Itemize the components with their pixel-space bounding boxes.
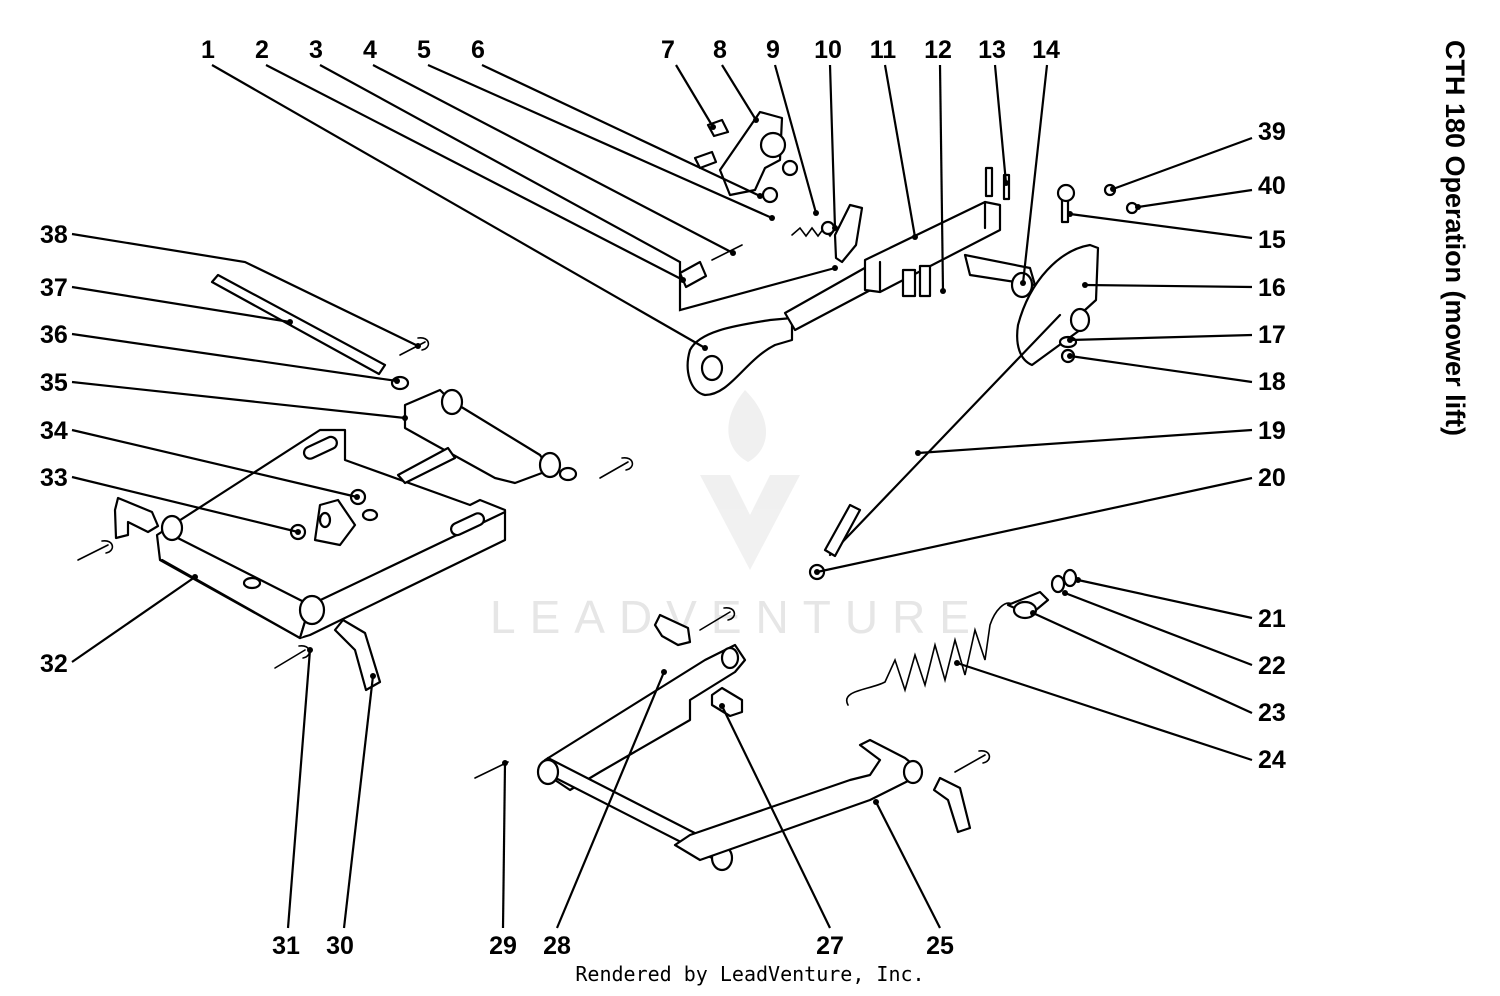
callout-1: 1 — [201, 36, 215, 64]
callout-21: 21 — [1258, 605, 1286, 633]
callout-34: 34 — [40, 417, 68, 445]
leader-lines — [71, 63, 1253, 929]
diagram-title: CTH 180 Operation (mower lift) — [1432, 40, 1482, 510]
callout-9: 9 — [766, 36, 780, 64]
callout-16: 16 — [1258, 274, 1286, 302]
callout-30: 30 — [326, 932, 354, 960]
diagram-title-text: CTH 180 Operation (mower lift) — [1440, 40, 1470, 437]
watermark-logo — [700, 390, 800, 570]
callout-20: 20 — [1258, 464, 1286, 492]
callout-5: 5 — [417, 36, 431, 64]
callout-15: 15 — [1258, 226, 1286, 254]
callout-28: 28 — [543, 932, 571, 960]
callout-33: 33 — [40, 464, 68, 492]
callout-2: 2 — [255, 36, 269, 64]
callout-25: 25 — [926, 932, 954, 960]
callout-11: 11 — [870, 36, 897, 64]
callout-18: 18 — [1258, 368, 1286, 396]
callout-38: 38 — [40, 221, 68, 249]
spring-assembly — [845, 568, 1078, 706]
callout-37: 37 — [40, 274, 68, 302]
callout-7: 7 — [661, 36, 675, 64]
footer-credit: Rendered by LeadVenture, Inc. — [575, 962, 925, 986]
callout-13: 13 — [978, 36, 1006, 64]
callout-27: 27 — [816, 932, 844, 960]
callout-39: 39 — [1258, 118, 1286, 146]
callout-32: 32 — [40, 650, 68, 678]
callout-22: 22 — [1258, 652, 1286, 680]
callout-24: 24 — [1258, 746, 1286, 774]
callout-12: 12 — [924, 36, 952, 64]
callout-29: 29 — [489, 932, 517, 960]
callout-10: 10 — [814, 36, 842, 64]
callout-23: 23 — [1258, 699, 1286, 727]
lower-lift-assembly — [536, 613, 972, 872]
callout-8: 8 — [713, 36, 727, 64]
callout-35: 35 — [40, 369, 68, 397]
callout-6: 6 — [471, 36, 485, 64]
lift-arm-assembly — [678, 110, 1100, 558]
callout-17: 17 — [1258, 321, 1286, 349]
mower-bracket-assembly — [113, 273, 578, 692]
callout-31: 31 — [272, 932, 300, 960]
callout-4: 4 — [363, 36, 377, 64]
callout-19: 19 — [1258, 417, 1286, 445]
callout-40: 40 — [1258, 172, 1286, 200]
callout-labels: 1 2 3 4 5 6 7 8 9 10 11 12 13 14 39 40 1… — [40, 36, 1286, 960]
callout-36: 36 — [40, 321, 68, 349]
watermark-text: LEADVENTURE — [490, 591, 984, 643]
callout-3: 3 — [309, 36, 323, 64]
callout-14: 14 — [1032, 36, 1060, 64]
